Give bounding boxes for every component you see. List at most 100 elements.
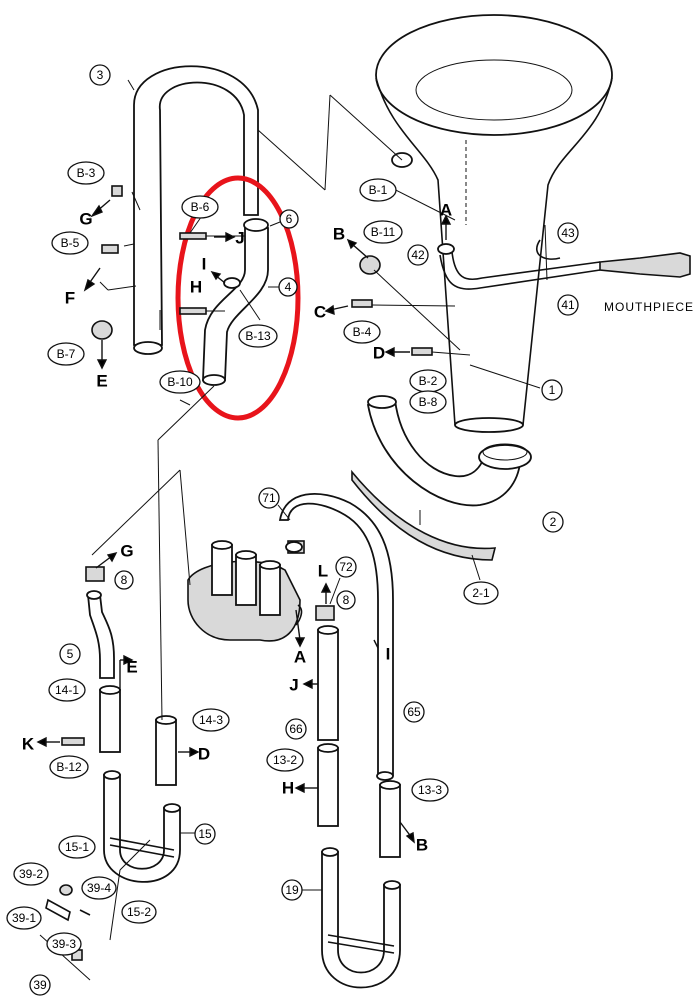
svg-text:B-3: B-3 [77,166,96,180]
callout-43: 43 [557,222,579,244]
svg-text:13-2: 13-2 [273,753,297,767]
svg-text:2-1: 2-1 [472,586,490,600]
svg-text:15: 15 [198,827,212,841]
callout-6: 6 [279,209,299,229]
svg-text:13-3: 13-3 [418,783,442,797]
callout-39-2: 39-2 [13,862,49,886]
svg-text:6: 6 [286,212,293,226]
letter-d-lower: D [198,745,210,764]
highlight-circle [175,175,301,421]
callout-72: 72 [335,556,357,578]
letter-e-lower: E [126,658,137,677]
letter-layer: G F E J I H A B C D G E K D A L I J H B [22,201,452,855]
svg-text:5: 5 [67,647,74,661]
svg-text:3: 3 [97,68,104,82]
svg-text:B-4: B-4 [353,325,372,339]
svg-text:15-2: 15-2 [127,905,151,919]
letter-g-upper: G [79,210,92,229]
callout-14-1: 14-1 [48,678,86,702]
svg-text:1: 1 [549,383,556,397]
callout-b12: B-12 [49,755,89,779]
callout-39-1: 39-1 [6,906,42,930]
svg-text:39-1: 39-1 [12,911,36,925]
callout-b5: B-5 [51,231,89,255]
svg-text:B-10: B-10 [167,375,193,389]
tube-part-13 [315,605,401,989]
tube-part-5 [85,566,115,679]
letter-c: C [314,303,326,322]
letter-b-lower: B [416,836,428,855]
svg-text:B-2: B-2 [419,374,438,388]
letter-i-lower: I [386,645,391,664]
callout-b2: B-2 [409,369,447,393]
mouthpipe-part [437,239,691,290]
callout-8-right: 8 [336,590,356,610]
callout-b8: B-8 [409,390,447,414]
callout-15-1: 15-1 [58,835,96,859]
svg-text:39-3: 39-3 [52,937,76,951]
callout-13-3: 13-3 [411,778,449,802]
callout-b13: B-13 [238,324,278,348]
svg-text:19: 19 [285,883,299,897]
callout-14-3: 14-3 [192,708,230,732]
callout-layer: 3 6 4 1 2 2-1 42 43 41 71 72 8 8 5 14-1 … [6,64,579,996]
letter-i-upper: I [202,255,207,274]
svg-text:66: 66 [289,722,303,736]
letter-k: K [22,735,35,754]
letter-j-lower: J [289,676,298,695]
svg-text:B-11: B-11 [371,225,396,239]
svg-text:71: 71 [262,491,276,505]
callout-65: 65 [403,701,425,723]
svg-text:8: 8 [343,593,350,607]
svg-text:B-8: B-8 [419,395,438,409]
callout-b10: B-10 [159,370,201,394]
callout-2-1: 2-1 [463,581,499,605]
connection-lines [39,79,541,981]
callout-15: 15 [194,823,216,845]
callout-41: 41 [557,294,579,316]
letter-g-lower: G [120,542,133,561]
callout-71: 71 [258,487,280,509]
svg-text:B-7: B-7 [57,347,76,361]
callout-39-3: 39-3 [46,932,82,956]
letter-h-upper: H [190,278,202,297]
svg-text:42: 42 [411,248,425,262]
svg-text:72: 72 [339,560,353,574]
bow-part-2 [351,395,532,561]
valve-cluster [187,540,303,642]
svg-text:15-1: 15-1 [65,840,89,854]
callout-b7: B-7 [47,342,85,366]
letter-f: F [65,289,75,308]
svg-text:B-5: B-5 [61,236,80,250]
svg-text:14-3: 14-3 [199,713,223,727]
svg-text:8: 8 [121,573,128,587]
callout-42: 42 [407,244,429,266]
mouthpiece-label: MOUTHPIECE [604,300,694,314]
callout-3: 3 [89,64,111,86]
svg-text:B-13: B-13 [245,329,271,343]
svg-text:4: 4 [285,280,292,294]
letter-b-upper: B [333,225,345,244]
svg-text:B-6: B-6 [191,200,210,214]
bell-part [375,14,613,433]
svg-text:2: 2 [550,515,557,529]
svg-text:43: 43 [561,226,575,240]
callout-2: 2 [542,511,564,533]
callout-13-2: 13-2 [266,748,304,772]
callout-b11: B-11 [363,220,403,244]
svg-text:39-2: 39-2 [19,867,43,881]
callout-b4: B-4 [343,320,381,344]
svg-text:65: 65 [407,705,421,719]
letter-l: L [318,562,328,581]
tube-part-3 [133,65,259,355]
callout-8-left: 8 [114,570,134,590]
callout-19: 19 [281,879,303,901]
tube-part-14 [99,685,181,883]
callout-b6: B-6 [181,195,219,219]
svg-text:B-12: B-12 [56,760,82,774]
callout-39: 39 [29,974,51,996]
callout-b1: B-1 [359,178,397,202]
letter-e-upper: E [96,372,107,391]
